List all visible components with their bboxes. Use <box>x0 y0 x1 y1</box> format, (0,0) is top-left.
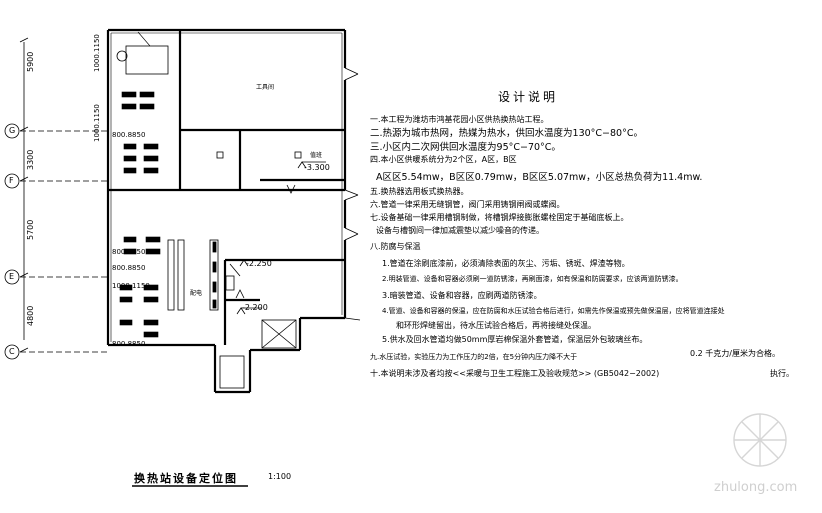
axis-label-g: G <box>9 126 16 135</box>
dimension-4800: 4800 <box>26 305 35 326</box>
axis-label-e: E <box>9 272 15 281</box>
note-line: 七.设备基础一律采用槽钢制做，将槽钢焊接膨胀螺栓固定于基础底板上。 <box>370 213 629 222</box>
dimension-ticks <box>19 37 29 353</box>
axis-markers <box>4 123 108 360</box>
equipment-tag: 1000.1150 <box>93 34 101 72</box>
wall-inner-lines <box>110 32 343 342</box>
note-line: A区区5.54mw，B区区0.79mw，B区区5.07mw，小区总热负荷为11.… <box>376 172 703 183</box>
note-line: 3.暗装管道、设备和容器，应刷两道防锈漆。 <box>382 291 542 300</box>
note-line: 五.换热器选用板式换热器。 <box>370 187 469 196</box>
elevation-marks <box>236 161 326 315</box>
watermark-logo-icon <box>733 413 787 467</box>
pump-icon <box>116 50 128 62</box>
equipment-tag: 800.8850 <box>112 131 146 139</box>
note-line: 六.管道一律采用无缝钢管，阀门采用铸钢闸阀或蝶阀。 <box>370 200 565 209</box>
elevation-label: -3.300 <box>304 163 330 172</box>
note-line: 三.小区内二次网供回水温度为95°C−70°C。 <box>370 142 561 153</box>
note-line: 1.管道在涂刷底漆前，必须清除表面的灰尘、污垢、锈斑、焊渣等物。 <box>382 259 630 268</box>
dimension-5900: 5900 <box>26 51 35 72</box>
equipment-tag: 800.8850 <box>112 248 146 256</box>
room-label-electrical: 配电 <box>190 290 203 297</box>
equipment-tag: 1000.1150 <box>93 104 101 142</box>
axis-label-f: F <box>9 176 14 185</box>
notes-heading: 设计说明 <box>498 90 559 104</box>
elevation-label: -2.200 <box>242 303 268 312</box>
watermark-text: zhulong.com <box>714 480 798 495</box>
note-line: 和环形焊缝留出，待水压试验合格后，再将接缝处保温。 <box>396 321 596 330</box>
note-line: 2.明装管道、设备和容器必须刷一道防锈漆，再刷面漆，如有保温和防腐要求，应该两道… <box>382 275 683 283</box>
drawing-scale: 1:100 <box>268 472 292 481</box>
dimension-3300: 3300 <box>26 149 35 170</box>
note-line: 0.2 千克力/厘米为合格。 <box>690 349 780 358</box>
elevation-label: -2.250 <box>246 259 272 268</box>
stair-well <box>219 319 297 389</box>
equipment-tag: 1000.1150 <box>112 282 150 290</box>
door-marks <box>216 151 302 299</box>
room-label-small: 值班 <box>310 152 323 159</box>
equipment-tag: 800.8850 <box>112 340 146 348</box>
note-line: 四.本小区供暖系统分为2个区，A区，B区 <box>370 155 517 164</box>
note-line: 十.本说明未涉及者均按<<采暖与卫生工程施工及验收规范>> (GB5042−20… <box>370 369 660 378</box>
note-line: 执行。 <box>770 369 794 378</box>
note-line: 一.本工程为潍坊市鸿基花园小区供热换热站工程。 <box>370 115 549 124</box>
room-label-large: 工具间 <box>256 84 275 91</box>
equipment-tag: 800.8850 <box>112 264 146 272</box>
note-line: 二.热源为城市热网，热媒为热水，供回水温度为130°C−80°C。 <box>370 128 643 139</box>
note-line: 4.管道、设备和容器的保温，应在防腐和水压试验合格后进行，如需先作保温或预先做保… <box>382 307 725 315</box>
note-line: 八.防腐与保温 <box>370 242 421 251</box>
note-line: 九.水压试验，实验压力为工作压力的2倍，在5分钟内压力降不大于 <box>370 353 578 361</box>
equipment-cluster <box>119 91 161 338</box>
drawing-title: 换热站设备定位图 <box>134 472 238 485</box>
axis-label-c: C <box>9 347 15 356</box>
note-line: 设备与槽钢间一律加减震垫以减少噪音的传递。 <box>376 226 544 235</box>
walls <box>106 28 347 394</box>
note-line: 5.供水及回水管道均做50mm厚岩棉保温外套管道，保温层外包玻璃丝布。 <box>382 335 648 344</box>
dimension-5700: 5700 <box>26 219 35 240</box>
equipment-column <box>167 239 219 311</box>
wall-openings <box>344 67 361 321</box>
equipment-pump-unit <box>125 45 169 75</box>
